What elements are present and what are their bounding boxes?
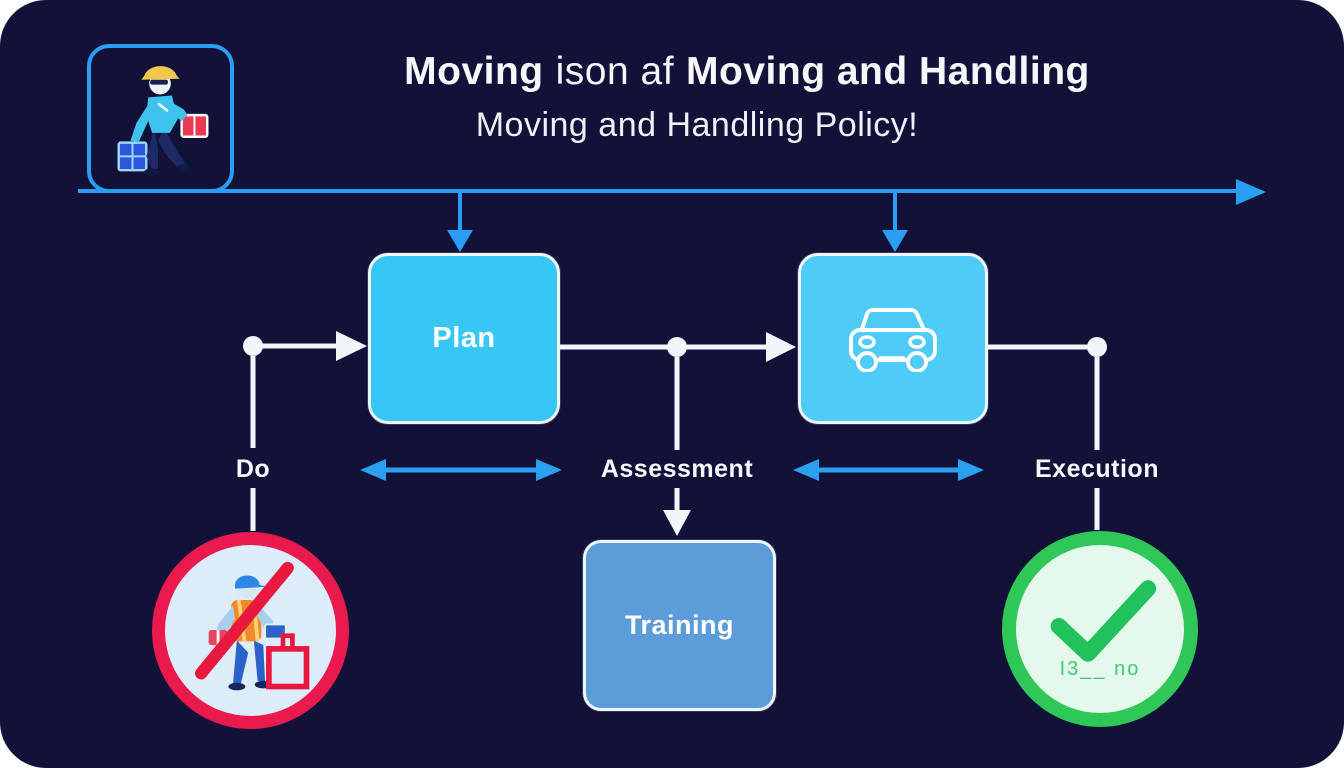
training-box-label: Training [624,610,734,640]
title-bold-b: Moving and Handling [686,50,1090,93]
training-box: Training [583,540,776,711]
title-bold-a: Moving [404,50,544,93]
subtitle: Moving and Handling Policy! [475,106,919,144]
execution-label: Execution [1035,455,1159,483]
approval-sign: I3__ no [1002,531,1198,727]
top-flow-line [78,179,1266,252]
approval-caption: I3__ no [1059,657,1141,680]
title-regular: ison af [555,50,675,93]
plan-box-label: Plan [432,322,496,354]
do-to-plan-connector [243,331,367,531]
do-label: Do [235,455,271,483]
plan-to-vehicle-connector [554,332,796,536]
main-title: Moving ison af Moving and Handling [75,50,1344,94]
vehicle-box [798,253,988,424]
vehicle-to-execution-connector [982,337,1107,530]
plan-box: Plan [368,253,560,424]
worker-carrying-boxes-icon [117,66,209,177]
do-assessment-double-arrow [360,459,562,481]
no-manual-lifting-icon [194,561,309,690]
assessment-execution-double-arrow [793,459,984,481]
checkmark-icon [1050,579,1157,662]
prohibition-sign [152,532,349,729]
car-icon [849,307,937,372]
assessment-label: Assessment [600,455,754,483]
